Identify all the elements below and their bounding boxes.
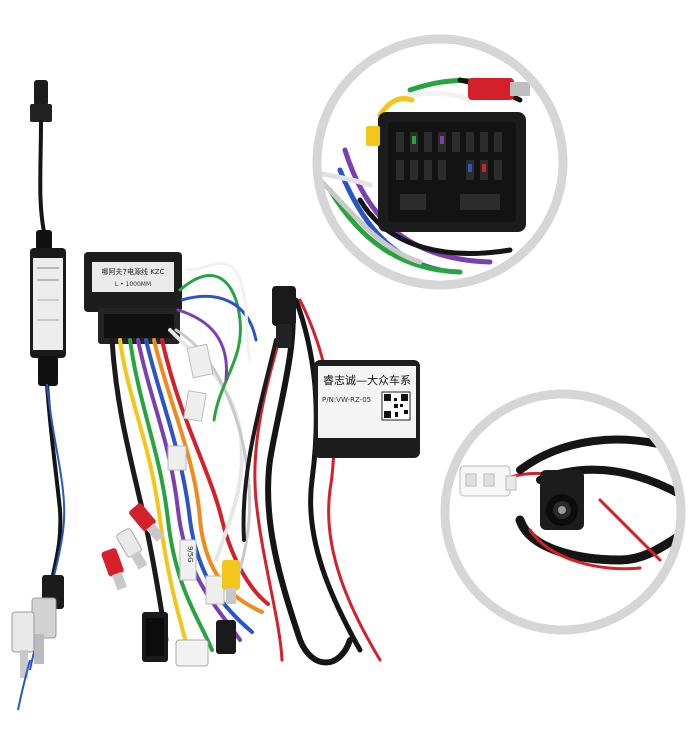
can-box-line-1: P/N:VW-RZ-05 — [322, 396, 371, 404]
closeup-ring-bottom — [440, 389, 686, 635]
closeup-ring-top — [312, 34, 568, 290]
wire-tag: 9/5G — [179, 539, 197, 581]
connector-closeup-circle — [312, 34, 568, 290]
rca-plugs — [101, 503, 240, 604]
can-box: 睿志诚—大众车系 P/N:VW-RZ-05 — [314, 360, 420, 458]
antenna-adapter — [11, 80, 66, 711]
harness-module-label-1: 哪阿夫7电源线 KZC — [102, 267, 165, 276]
harness-module: 哪阿夫7电源线 KZC L • 1000MM — [84, 252, 182, 344]
wiring-harness: 哪阿夫7电源线 KZC L • 1000MM — [84, 252, 382, 667]
can-box-title: 睿志诚—大众车系 — [323, 373, 411, 387]
antenna-closeup-circle — [440, 389, 686, 635]
wire-tag-text: 9/5G — [186, 546, 194, 563]
qr-code — [381, 391, 411, 421]
harness-module-label-2: L • 1000MM — [115, 281, 151, 288]
